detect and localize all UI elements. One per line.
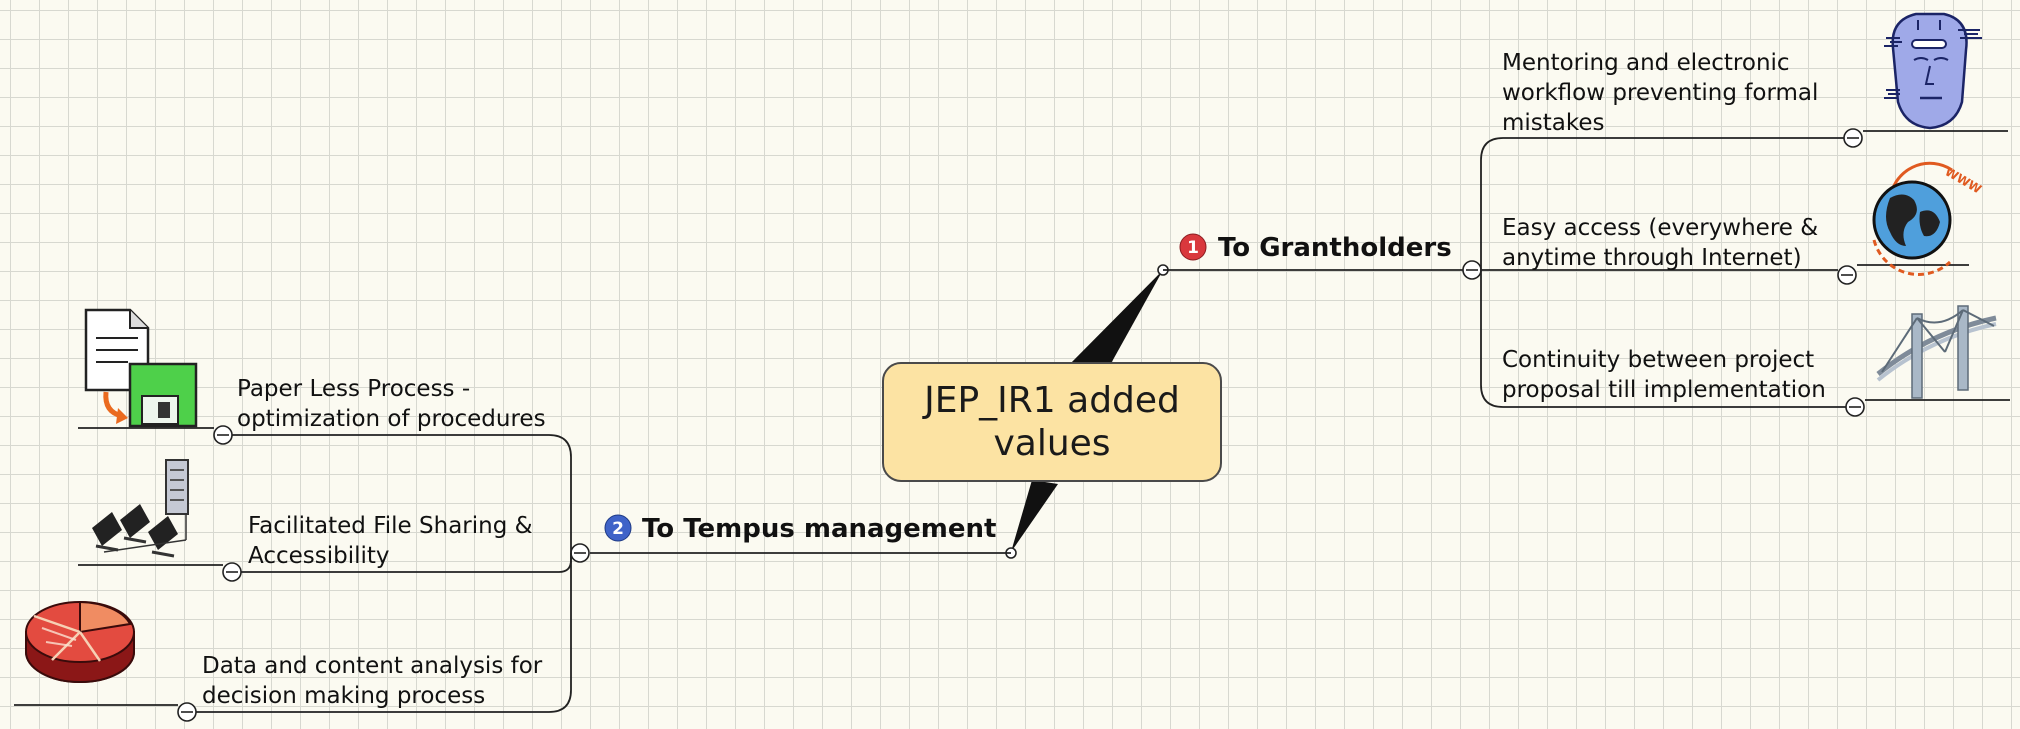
number-badge-grantholders (1179, 233, 1207, 261)
connector-central-to-grantholders (1064, 270, 1163, 376)
number-badge-tempus (604, 514, 632, 542)
collapse-toggle-grantholders[interactable] (1462, 260, 1482, 280)
subtopic-continuity-line-1: Continuity between project (1502, 347, 1814, 373)
main-topic-tempus[interactable]: 2 To Tempus management (570, 514, 1017, 563)
collapse-toggle-tempus[interactable] (570, 543, 590, 563)
subtopic-mentoring-line-1: Mentoring and electronic (1502, 50, 1790, 76)
central-topic-line-2: values (993, 423, 1110, 464)
subtopic-easy-access-line-2: anytime through Internet) (1502, 245, 1802, 271)
subtopic-file-sharing-line-2: Accessibility (248, 543, 390, 569)
branch-grantholders-1 (1480, 137, 1844, 270)
bridge-icon (1876, 305, 1997, 399)
network-computers-icon (92, 459, 189, 558)
number-badge-label-tempus: 2 (612, 519, 624, 539)
subtopic-paperless-line-2: optimization of procedures (237, 406, 546, 432)
central-topic[interactable]: JEP_IR1 added values (882, 362, 1222, 482)
subtopic-mentoring[interactable]: Mentoring and electronic workflow preven… (1502, 50, 2008, 148)
subtopic-paperless[interactable]: Paper Less Process - optimization of pro… (78, 376, 546, 445)
subtopic-mentoring-line-3: mistakes (1502, 110, 1605, 136)
subtopic-file-sharing-line-1: Facilitated File Sharing & (248, 513, 533, 539)
document-floppy-icon (84, 308, 198, 428)
subtopic-data-analysis-line-1: Data and content analysis for (202, 653, 543, 679)
collapse-toggle-continuity[interactable] (1845, 397, 1865, 417)
globe-www-icon: WWW (1872, 161, 1984, 276)
main-topic-label-grantholders: To Grantholders (1218, 233, 1452, 263)
main-topic-grantholders[interactable]: 1 To Grantholders (1157, 233, 1482, 280)
subtopic-paperless-line-1: Paper Less Process - (237, 376, 470, 402)
connector-central-to-tempus (1011, 480, 1058, 552)
collapse-toggle-file-sharing[interactable] (222, 562, 242, 582)
subtopic-easy-access[interactable]: Easy access (everywhere & anytime throug… (1502, 215, 1969, 285)
branch-tempus-1 (232, 434, 572, 553)
main-topic-label-tempus: To Tempus management (642, 514, 996, 544)
subtopic-continuity-line-2: proposal till implementation (1502, 377, 1826, 403)
branch-tempus-3 (196, 553, 572, 713)
subtopic-data-analysis[interactable]: Data and content analysis for decision m… (14, 653, 543, 722)
subtopic-mentoring-line-2: workflow preventing formal (1502, 80, 1818, 106)
subtopic-easy-access-line-1: Easy access (everywhere & (1502, 215, 1818, 241)
subtopic-file-sharing[interactable]: Facilitated File Sharing & Accessibility (78, 513, 533, 582)
pie-chart-icon (25, 600, 135, 683)
subtopic-data-analysis-line-2: decision making process (202, 683, 485, 709)
collapse-toggle-easy-access[interactable] (1837, 265, 1857, 285)
collapse-toggle-mentoring[interactable] (1843, 128, 1863, 148)
face-mask-icon (1884, 12, 1982, 130)
branch-grantholders-3 (1480, 270, 1846, 408)
subtopic-continuity[interactable]: Continuity between project proposal till… (1502, 347, 2010, 417)
central-topic-box (882, 362, 1222, 482)
collapse-toggle-data-analysis[interactable] (177, 702, 197, 722)
svg-text:WWW: WWW (1943, 164, 1984, 196)
central-topic-line-1: JEP_IR1 added (922, 380, 1180, 421)
collapse-toggle-paperless[interactable] (213, 425, 233, 445)
number-badge-label-grantholders: 1 (1187, 238, 1199, 258)
